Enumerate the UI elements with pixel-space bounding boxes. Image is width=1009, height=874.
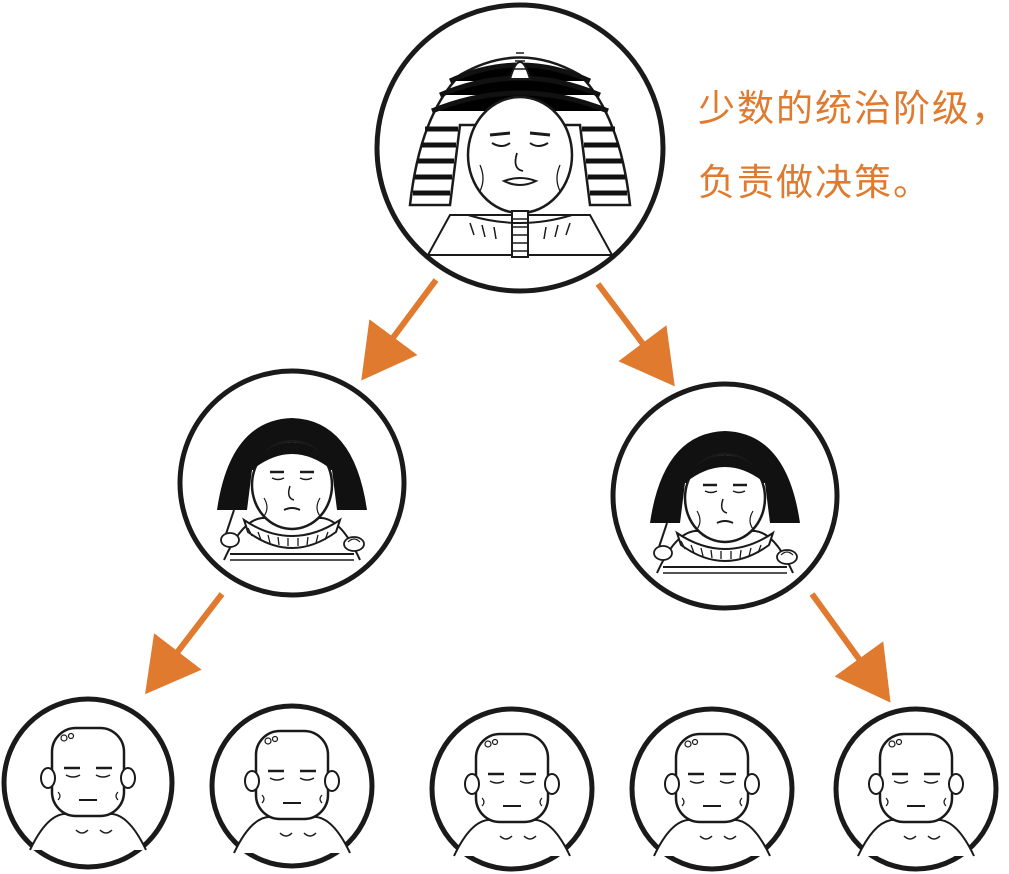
commoner-node-5 — [833, 706, 999, 872]
caption-line-2: 负责做决策。 — [698, 161, 932, 204]
arrow-right-scribe-to-commoners — [809, 592, 891, 703]
commoner-node-2 — [209, 703, 375, 869]
caption-line-1: 少数的统治阶级， — [698, 87, 1009, 130]
commoner-node-1 — [1, 696, 175, 870]
scribe-node-right — [610, 381, 840, 611]
commoner-node-4 — [629, 706, 795, 872]
arrow-pharaoh-to-right-scribe — [595, 282, 675, 387]
arrow-left-scribe-to-commoners — [145, 592, 225, 695]
scribe-node-left — [177, 368, 407, 598]
commoner-node-3 — [429, 706, 595, 872]
pharaoh-node — [374, 2, 666, 294]
arrow-pharaoh-to-left-scribe — [361, 278, 439, 381]
